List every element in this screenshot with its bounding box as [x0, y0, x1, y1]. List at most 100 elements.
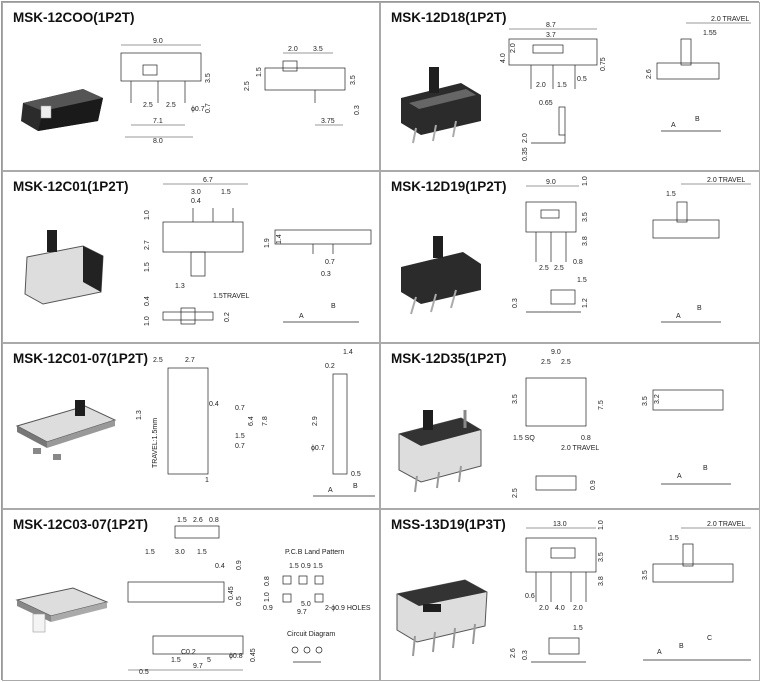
- dim: 2.0: [539, 605, 549, 612]
- dim: 3.5: [582, 212, 589, 222]
- cell-msk-12d18: MSK-12D18(1P2T) 8.7 3.7 4.0 2.0 0.75: [380, 2, 760, 171]
- switch-photo: [401, 67, 481, 144]
- dim: 1.5: [557, 82, 567, 89]
- dim: 0.3: [512, 298, 519, 308]
- dim: 4.0: [555, 605, 565, 612]
- dim: 13.0: [553, 521, 567, 528]
- msk-12d19-drawing: 9.0 1.0 3.5 3.8 2.5 2.5 0.8 1.5 0.3 1.2 …: [401, 176, 751, 323]
- dim: 0.8: [573, 259, 583, 266]
- switch-photo: [401, 236, 481, 315]
- dim: 2.5: [244, 81, 251, 91]
- dim: 9.7: [297, 609, 307, 616]
- dim: 0.7: [205, 103, 212, 113]
- cell-mss-13d19: MSS-13D19(1P3T) 13.0 1.0 3.5 3.8 0.: [380, 509, 760, 681]
- dim: 3.8: [582, 236, 589, 246]
- dim: 2.9: [312, 416, 319, 426]
- dim: 9.7: [193, 663, 203, 670]
- dim: 1.5: [235, 433, 245, 440]
- dim: 2.5: [166, 102, 176, 109]
- dim: 0.5: [577, 76, 587, 83]
- dim: A: [328, 487, 333, 494]
- dim: 2.6: [510, 648, 517, 658]
- cell-title: MSK-12C01(1P2T): [13, 179, 129, 194]
- dim: 3.5: [642, 396, 649, 406]
- dim: 2.5: [153, 357, 163, 364]
- dim: 0.75: [600, 57, 607, 71]
- top-view: 9.0 3.5 0.7 2.5 2.5 ϕ0.7 7.1 8.0: [120, 38, 212, 145]
- dim: 3.5: [598, 552, 605, 562]
- dim: 2.7: [185, 357, 195, 364]
- dim: 3.5: [512, 394, 519, 404]
- dim: 2.0: [536, 82, 546, 89]
- dim: 2.5: [143, 102, 153, 109]
- dim: 1.0: [144, 316, 151, 326]
- dim: 1.5 SQ: [513, 435, 535, 442]
- dim: 5.0: [301, 601, 311, 608]
- side-view: 2.0 3.5 1.5 2.5 3.5 0.3 3.75: [244, 46, 361, 126]
- switch-photo: [398, 410, 482, 493]
- cell-title: MSK-12D35(1P2T): [391, 351, 507, 366]
- dim: A: [671, 122, 676, 129]
- switch-photo: [21, 89, 103, 131]
- dim: 0.9: [301, 563, 311, 570]
- dim: 2.0 TRAVEL: [561, 445, 599, 452]
- dim: 0.6: [525, 593, 535, 600]
- dim: 1.5: [666, 191, 676, 198]
- cell-title: MSK-12D18(1P2T): [391, 10, 507, 25]
- cell-msk-12d35: MSK-12D35(1P2T) 9.0 2.5 2.5 3.5 7.5 1.5 …: [380, 343, 760, 509]
- dim: 0.7: [235, 405, 245, 412]
- dim: 0.9: [590, 480, 597, 490]
- dim: 3.7: [546, 32, 556, 39]
- cell-msk-12c03-07: MSK-12C03-07(1P2T) 1.5 2.6 0.8 1.5 3.0 1…: [2, 509, 380, 681]
- dim: 1.5: [145, 549, 155, 556]
- dim: 1.0: [582, 176, 589, 186]
- dim: 3.0: [191, 189, 201, 196]
- dim: 2.5: [541, 359, 551, 366]
- switch-photo: [24, 230, 104, 305]
- msk-12c01-drawing: 6.7 3.0 1.5 0.4 1.0 2.7 1.5 1.3 1.5TRAVE…: [24, 177, 372, 326]
- dim: 9.0: [546, 179, 556, 186]
- cell-title: MSK-12C01-07(1P2T): [13, 351, 149, 366]
- side-view: 1.9 1.4 0.7 0.3 A B: [264, 229, 372, 323]
- dim: B: [331, 303, 336, 310]
- dim: 3.5: [350, 75, 357, 85]
- dim: B: [679, 643, 684, 650]
- dim: 0.45: [250, 648, 257, 662]
- top-view: 8.7 3.7 4.0 2.0 0.75 2.0 1.5 0.5 0.65 2.…: [500, 22, 607, 161]
- dim: 1.3: [175, 283, 185, 290]
- dim: 2.0: [522, 133, 529, 143]
- dim: 2.7: [144, 240, 151, 250]
- front-view: 1.5 2.6 0.8 1.5 3.0 1.5 0.4 0.9 0.45 0.5…: [127, 517, 257, 676]
- dim: 1.5: [177, 517, 187, 524]
- dim: 3.2: [654, 394, 661, 404]
- dim: 7.8: [262, 416, 269, 426]
- dim: 1.5: [313, 563, 323, 570]
- dim: A: [677, 473, 682, 480]
- top-view: 2.5 2.7 1.3 0.4 0.7 6.4 7.8 1.5 0.7 TRAV…: [136, 357, 269, 484]
- dim: C: [707, 635, 712, 642]
- pcb-land-pattern: P.C.B Land Pattern 1.5 0.9 1.5 0.8 1.0 0…: [263, 549, 371, 616]
- top-view: 6.7 3.0 1.5 0.4 1.0 2.7 1.5 1.3 1.5TRAVE…: [144, 177, 250, 326]
- dim: 1.5: [289, 563, 299, 570]
- cell-title: MSS-13D19(1P3T): [391, 517, 506, 532]
- top-view: 9.0 1.0 3.5 3.8 2.5 2.5 0.8 1.5 0.3 1.2: [512, 176, 589, 313]
- dim: 1: [205, 477, 209, 484]
- dim: 2.0 TRAVEL: [707, 177, 745, 184]
- dim: ϕ0.8: [229, 653, 243, 660]
- dim: TRAVEL:1.5mm: [152, 418, 159, 468]
- dim: 1.9: [264, 238, 271, 248]
- dim: 0.9: [236, 560, 243, 570]
- cell-msk-12c01: MSK-12C01(1P2T) 6.7 3.0 1.5 0.4 1.0 2.7 …: [2, 171, 380, 343]
- top-view: 13.0 1.0 3.5 3.8 0.6 2.0 4.0 2.0 1.5 2.6…: [510, 520, 605, 663]
- dim: 1.2: [582, 298, 589, 308]
- msk-12c01-07-drawing: 2.5 2.7 1.3 0.4 0.7 6.4 7.8 1.5 0.7 TRAV…: [15, 349, 375, 497]
- side-view: 2.0 TRAVEL 1.55 2.6 A B: [646, 16, 751, 132]
- dim: 2.6: [193, 517, 203, 524]
- dim: 7.5: [598, 400, 605, 410]
- cell-title: MSK-12C03-07(1P2T): [13, 517, 149, 532]
- dim: 2.5: [512, 488, 519, 498]
- dim: 0.8: [264, 576, 271, 586]
- dim: 6.4: [248, 416, 255, 426]
- dim: 0.3: [354, 105, 361, 115]
